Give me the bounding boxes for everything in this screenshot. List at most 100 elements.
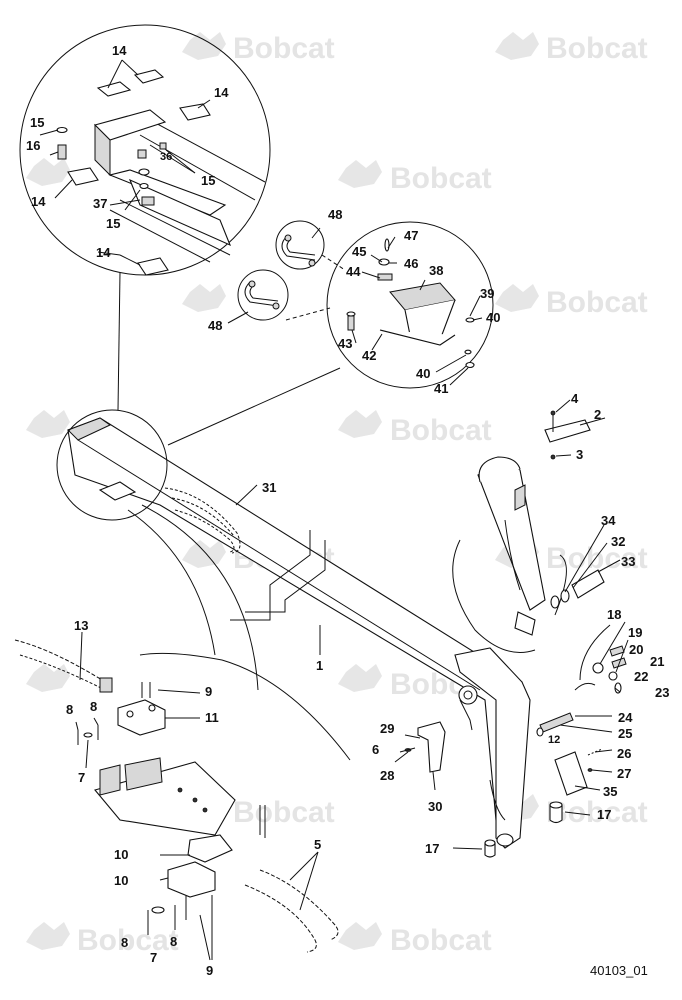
callout-42: 42 [362,348,376,363]
callout-35: 35 [603,784,617,799]
watermark-text: Bobcat [233,796,335,829]
callout-8: 8 [121,935,128,950]
watermark-logo-icon [26,410,70,438]
callout-48: 48 [208,318,222,333]
watermark-layer: Bobcat Bobcat Bobcat Bobcat Bobcat [26,32,648,957]
detail-connector [167,367,341,446]
callout-37: 37 [93,196,107,211]
callout-8: 8 [170,934,177,949]
callout-9: 9 [205,684,212,699]
watermark-logo-icon: Bobcat [338,160,492,195]
detail-connector [139,652,351,761]
callout-15: 15 [201,173,215,188]
watermark-logo-icon [26,158,70,186]
callout-36: 36 [160,151,172,163]
pivot-pin [452,801,591,858]
callout-29: 29 [380,721,394,736]
detail-circle-top-left [19,24,271,276]
callout-18: 18 [607,607,621,622]
watermark-logo-icon: Bobcat [338,410,492,447]
watermark-text: Bobcat [546,796,648,829]
callout-20: 20 [629,642,643,657]
callout-23: 23 [655,685,669,700]
callout-39: 39 [480,286,494,301]
watermark-text: Bobcat [390,924,492,957]
callout-47: 47 [404,228,418,243]
callout-labels: 14 14 15 16 36 15 14 37 15 14 48 48 47 4… [26,43,669,978]
callout-14: 14 [214,85,229,100]
drag-chain [164,484,258,554]
callout-7: 7 [150,950,157,965]
watermark-logo-icon [26,664,70,692]
callout-8: 8 [66,702,73,717]
callout-3: 3 [576,447,583,462]
callout-17: 17 [597,807,611,822]
callout-13: 13 [74,618,88,633]
callout-25: 25 [618,726,632,741]
watermark-logo-icon: Bobcat [495,284,648,319]
callout-24: 24 [618,710,633,725]
callout-19: 19 [628,625,642,640]
watermark-logo-icon: Bobcat [495,32,648,65]
callout-17: 17 [425,841,439,856]
callout-32: 32 [611,534,625,549]
callout-21: 21 [650,654,664,669]
figure-number: 40103_01 [590,963,648,978]
detail-circle-boom-end [56,409,168,521]
callout-1: 1 [316,658,323,673]
callout-44: 44 [346,264,361,279]
guard-bracket [394,721,446,791]
watermark-text: Bobcat [546,286,648,319]
callout-31: 31 [262,480,276,495]
callout-27: 27 [617,766,631,781]
callout-7: 7 [78,770,85,785]
callout-22: 22 [634,669,648,684]
callout-34: 34 [601,513,616,528]
callout-28: 28 [380,768,394,783]
boom-bracket [98,481,137,501]
callout-5: 5 [314,837,321,852]
callout-33: 33 [621,554,635,569]
watermark-text: Bobcat [390,162,492,195]
callout-38: 38 [429,263,443,278]
callout-30: 30 [428,799,442,814]
boom-assembly [67,417,531,849]
detail-circle-bracket [326,221,494,389]
callout-41: 41 [434,381,448,396]
chain-mount-assembly [14,631,339,961]
callout-12: 12 [548,734,560,746]
watermark-text: Bobcat [77,924,179,957]
callout-48: 48 [328,207,342,222]
callout-9: 9 [206,963,213,978]
callout-16: 16 [26,138,40,153]
callout-40: 40 [486,310,500,325]
callout-8: 8 [90,699,97,714]
watermark-logo-icon: Bobcat [182,32,335,65]
callout-2: 2 [594,407,601,422]
callout-26: 26 [617,746,631,761]
callout-14: 14 [112,43,127,58]
watermark-logo-icon: Bobcat [26,922,179,957]
callout-15: 15 [106,216,120,231]
callout-45: 45 [352,244,366,259]
callout-40: 40 [416,366,430,381]
watermark-text: Bobcat [390,414,492,447]
watermark-logo-icon: Bobcat [338,922,492,957]
callout-15: 15 [30,115,44,130]
hose-clamp-assembly [227,220,346,324]
callout-14: 14 [96,245,111,260]
callout-6: 6 [372,742,379,757]
callout-10: 10 [114,847,128,862]
callout-4: 4 [571,391,579,406]
detail-connector [117,271,121,411]
callout-43: 43 [338,336,352,351]
watermark-text: Bobcat [233,32,335,65]
callout-10: 10 [114,873,128,888]
fitting-detail [536,621,629,796]
callout-11: 11 [205,710,219,725]
watermark-text: Bobcat [546,32,648,65]
detail-connector [127,504,259,691]
watermark-logo-icon [182,284,226,312]
callout-46: 46 [404,256,418,271]
